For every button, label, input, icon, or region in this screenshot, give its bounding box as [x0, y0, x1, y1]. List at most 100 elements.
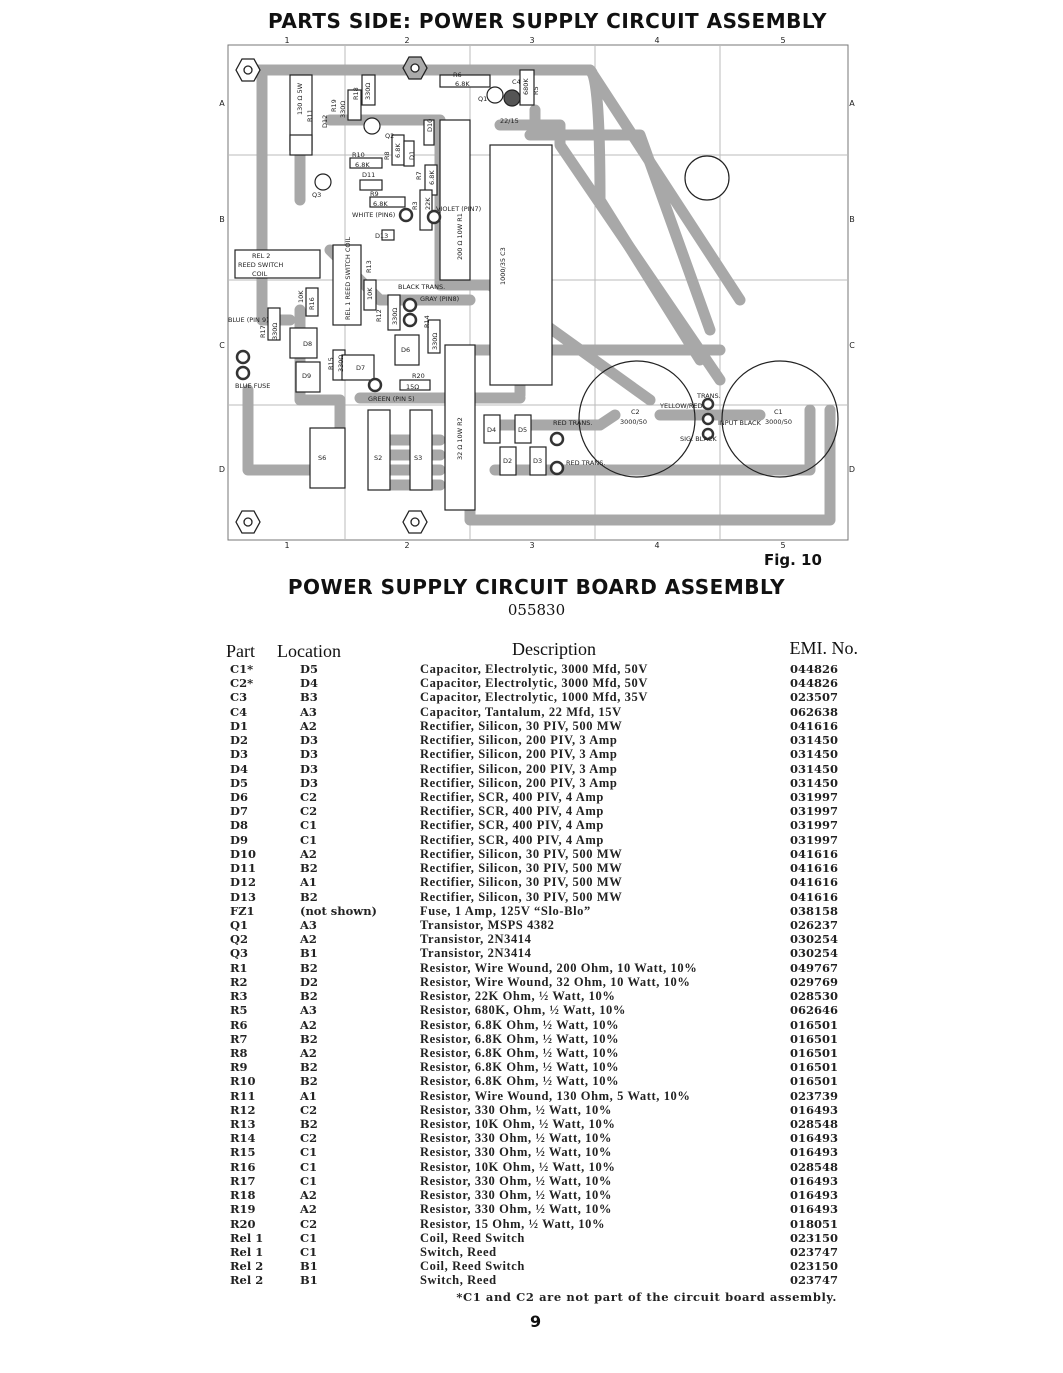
cell-part: D5 [230, 775, 248, 790]
component-label: WHITE (PIN6) [352, 211, 395, 219]
cell-emi: 030254 [789, 932, 838, 947]
component-label: 22/15 [500, 117, 519, 125]
cell-description: Resistor, 10K Ohm, ½ Watt, 10% [420, 1117, 616, 1132]
cell-emi: 038158 [789, 903, 838, 918]
component-label: 330Ω [337, 355, 345, 372]
cell-part: R5 [230, 1003, 248, 1018]
component-label: R20 [412, 372, 425, 380]
cell-description: Transistor, 2N3414 [420, 932, 532, 947]
component-label: R13 [365, 260, 373, 273]
component-label: COIL [252, 270, 268, 278]
component-label: D5 [518, 426, 527, 434]
column-label: 2 [404, 541, 409, 550]
component-label: R7 [415, 171, 423, 180]
cell-description: Resistor, 6.8K Ohm, ½ Watt, 10% [420, 1045, 620, 1060]
component-label: Q3 [312, 191, 321, 199]
cell-location: B2 [300, 1117, 318, 1132]
component-label: 10K [366, 287, 374, 300]
cell-description: Resistor, 330 Ohm, ½ Watt, 10% [420, 1102, 612, 1117]
cell-description: Rectifier, SCR, 400 PIV, 4 Amp [420, 818, 604, 833]
cell-emi: 028548 [789, 1159, 838, 1174]
cell-description: Resistor, 6.8K Ohm, ½ Watt, 10% [420, 1074, 620, 1089]
cell-part: Rel 2 [230, 1259, 264, 1274]
component-label: R16 [308, 297, 316, 310]
component-label: D11 [362, 171, 375, 179]
cell-location: B2 [300, 989, 318, 1004]
cell-part: R18 [230, 1188, 256, 1203]
component-label: BLUE (PIN 9) [228, 316, 269, 324]
column-label: 1 [284, 541, 289, 550]
component-label: R15 [327, 357, 335, 370]
component-label: D13 [375, 232, 388, 240]
cell-part: R16 [230, 1159, 256, 1174]
cell-part: Rel 1 [230, 1245, 264, 1260]
cell-description: Resistor, 680K, Ohm, ½ Watt, 10% [420, 1003, 627, 1018]
cell-description: Resistor, 330 Ohm, ½ Watt, 10% [420, 1145, 612, 1160]
component-label: R17 [259, 325, 267, 338]
cell-part: D1 [230, 718, 248, 733]
component-label: 32 Ω 10W R2 [456, 417, 464, 460]
cell-location: D3 [300, 761, 318, 776]
component-label: GRAY (PIN8) [420, 295, 459, 303]
cell-part: Q1 [230, 917, 249, 932]
component-label: R10 [352, 151, 365, 159]
cell-part: Q2 [230, 932, 249, 947]
cell-description: Resistor, 6.8K Ohm, ½ Watt, 10% [420, 1017, 620, 1032]
cell-part: R20 [230, 1216, 256, 1231]
component-label: R11 [306, 109, 314, 122]
component-label: 330Ω [431, 333, 439, 350]
column-label: 1 [284, 36, 289, 45]
component-label: C4 [512, 78, 521, 86]
cell-location: A3 [300, 1003, 317, 1018]
component-label: R3 [411, 201, 419, 210]
cell-description: Resistor, 330 Ohm, ½ Watt, 10% [420, 1202, 612, 1217]
component-label: 330Ω [364, 83, 372, 100]
cell-location: C1 [300, 1245, 318, 1260]
component-label: D6 [401, 346, 410, 354]
component-label: C1 [774, 408, 783, 416]
cell-location: B1 [300, 1259, 318, 1274]
cell-emi: 016493 [789, 1173, 838, 1188]
cell-location: A1 [300, 1088, 317, 1103]
cell-emi: 016501 [789, 1017, 838, 1032]
cell-description: Rectifier, Silicon, 30 PIV, 500 MW [420, 875, 623, 890]
cell-location: B2 [300, 1074, 318, 1089]
row-label: B [219, 215, 225, 224]
cell-location: A2 [300, 1017, 317, 1032]
component-label: D1 [408, 151, 416, 160]
component-label: 1000/35 C3 [499, 247, 507, 285]
component-label: R8 [383, 151, 391, 160]
cell-part: R19 [230, 1202, 256, 1217]
cell-part: R17 [230, 1173, 256, 1188]
cell-part: C2* [230, 676, 254, 691]
cell-location: B2 [300, 889, 318, 904]
cell-part: R9 [230, 1060, 248, 1075]
cell-part: Rel 1 [230, 1230, 264, 1245]
component-label: 6.8K [428, 170, 436, 185]
cell-location: A3 [300, 917, 317, 932]
figure-label: Fig. 10 [764, 551, 822, 569]
cell-description: Switch, Reed [420, 1273, 497, 1288]
cell-emi: 026237 [789, 917, 838, 932]
cell-description: Rectifier, SCR, 400 PIV, 4 Amp [420, 804, 604, 819]
component-label: D10 [426, 119, 434, 132]
cell-part: R14 [230, 1131, 256, 1146]
cell-emi: 023150 [789, 1259, 838, 1274]
component-label: 3000/50 [765, 418, 792, 426]
cell-location: D4 [300, 676, 318, 691]
cell-emi: 016493 [789, 1102, 838, 1117]
cell-location: C1 [300, 1173, 318, 1188]
cell-description: Capacitor, Electrolytic, 3000 Mfd, 50V [420, 662, 648, 676]
row-label: D [849, 465, 855, 474]
cell-location: C2 [300, 1216, 318, 1231]
cell-description: Resistor, 15 Ohm, ½ Watt, 10% [420, 1216, 606, 1231]
cell-emi: 028530 [789, 989, 838, 1004]
cell-emi: 016501 [789, 1074, 838, 1089]
